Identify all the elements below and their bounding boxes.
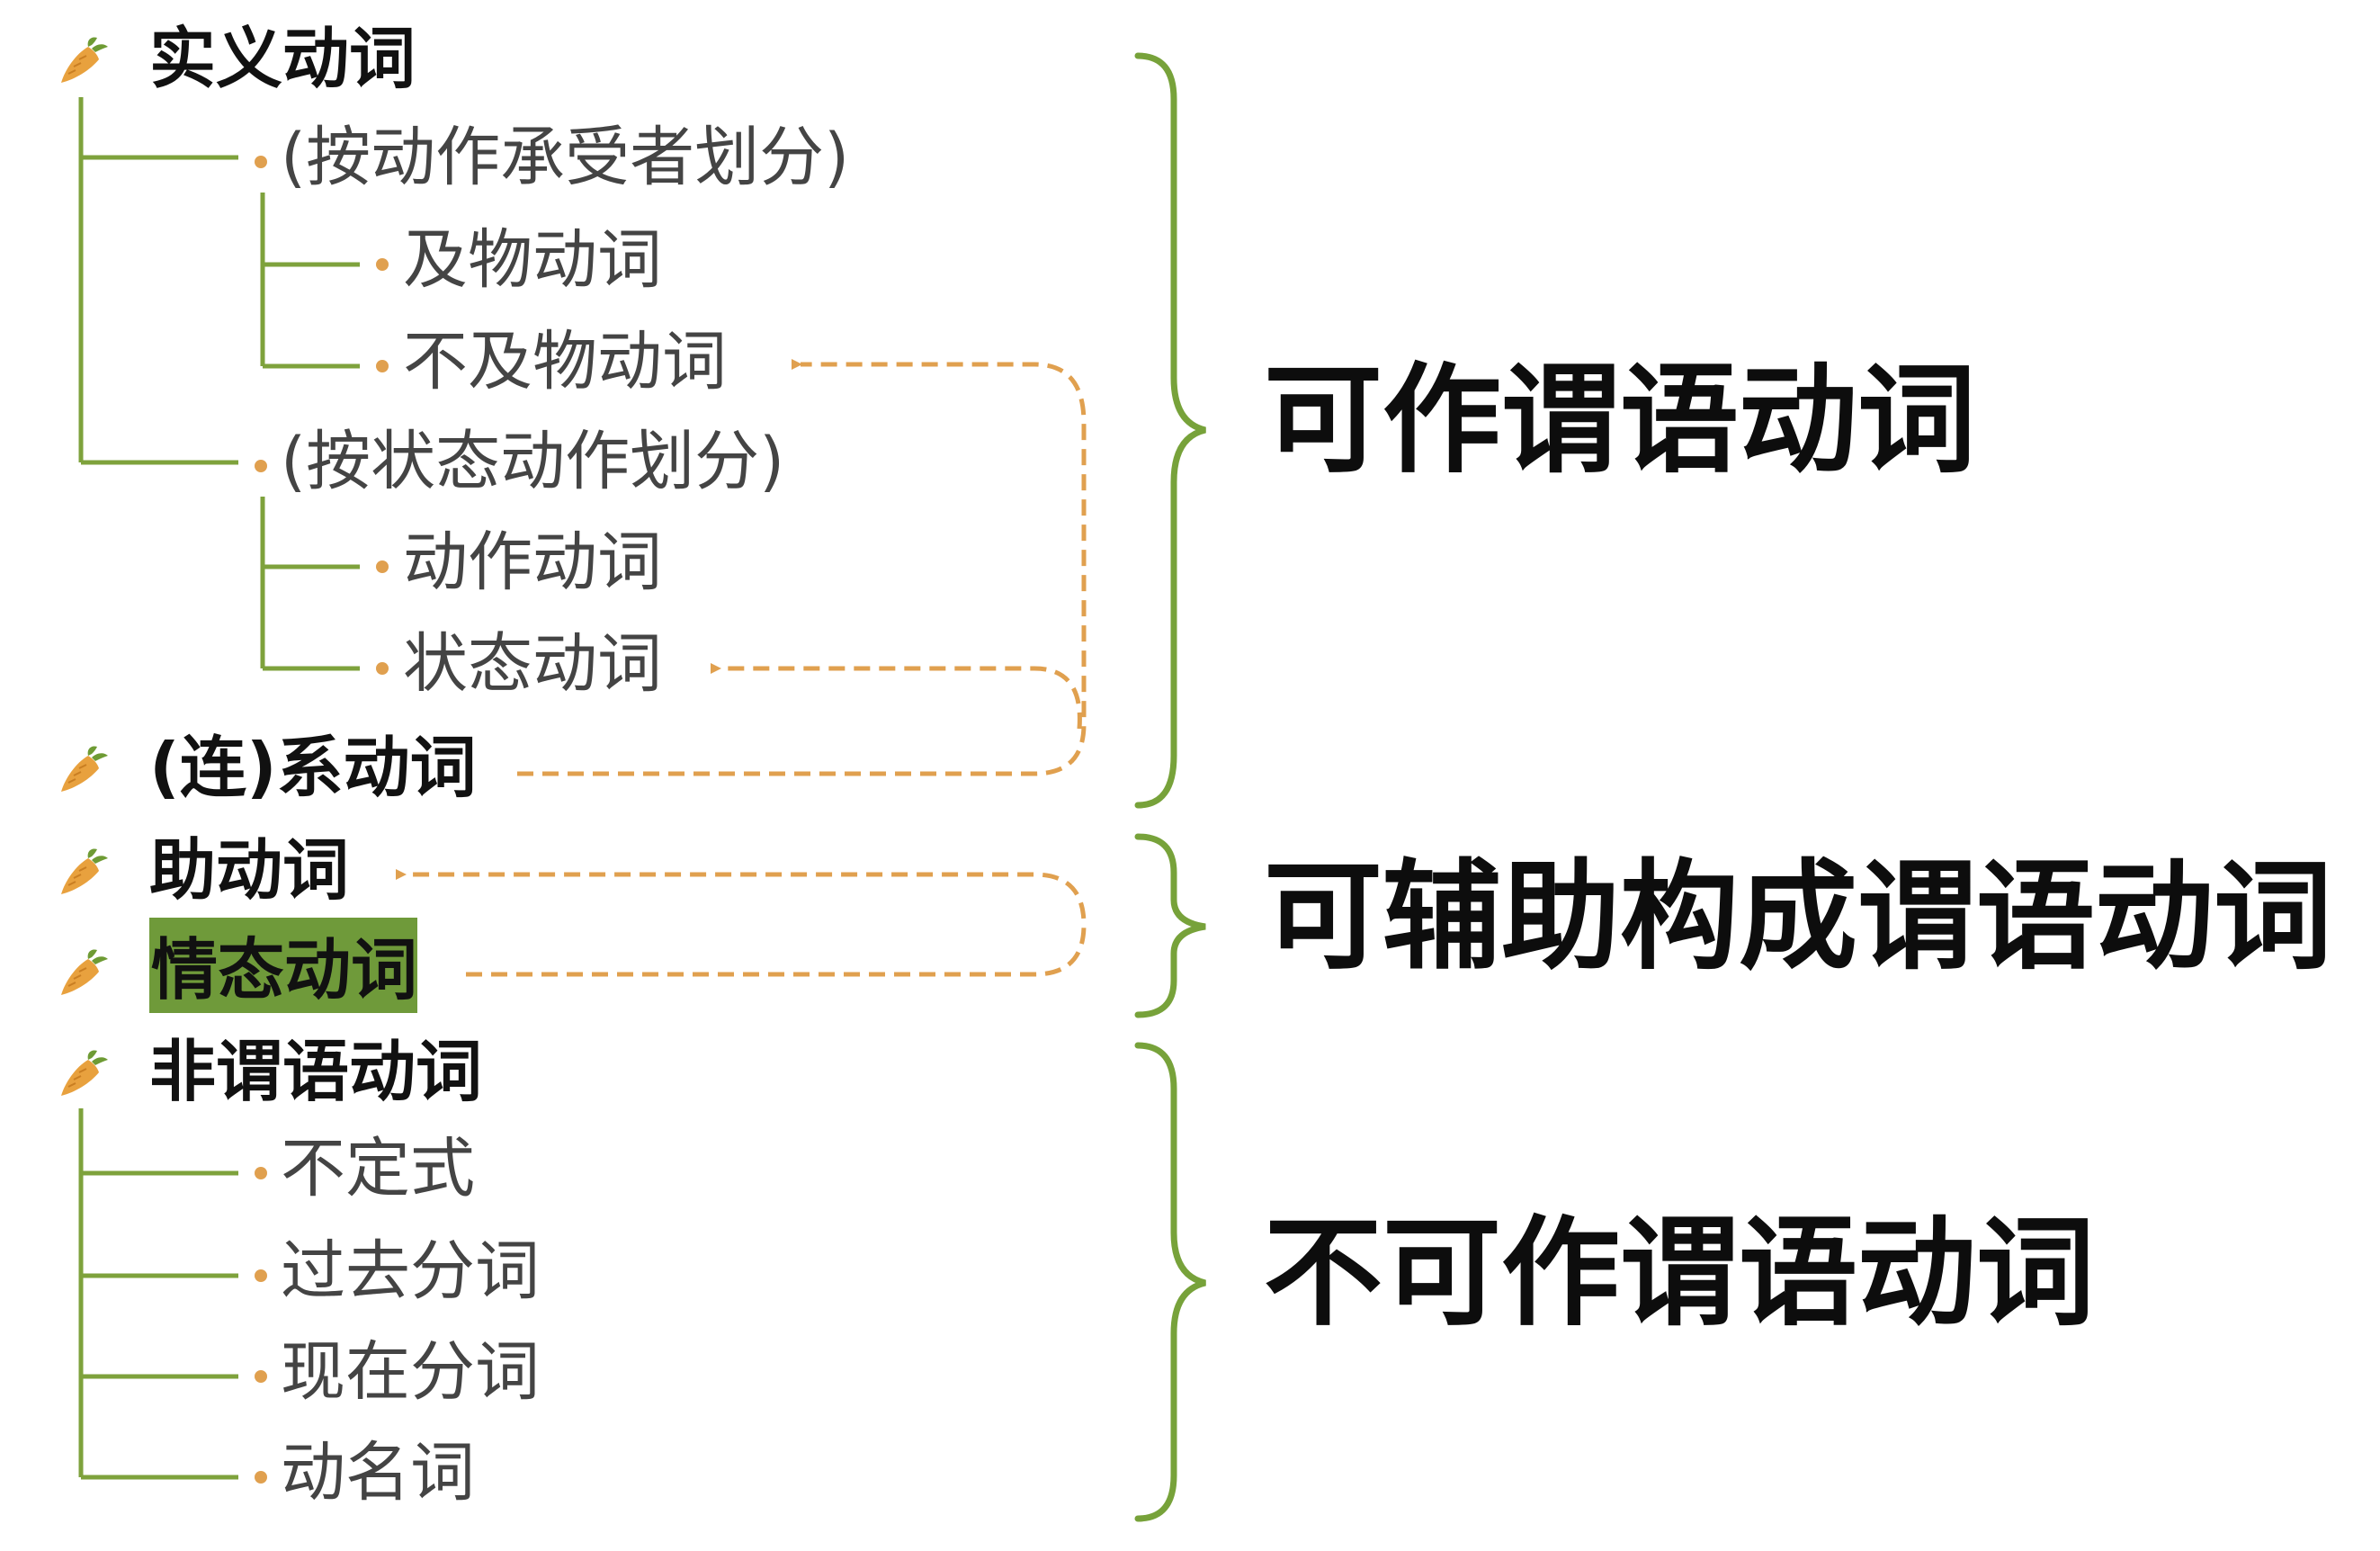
- tree-line-nonfinite: [78, 1108, 238, 1480]
- carrot-icon: [60, 745, 109, 793]
- node-zhuangtai: 状态动词: [403, 626, 662, 702]
- dot-bullet-icon: [255, 1471, 267, 1484]
- brace-group1: [1134, 52, 1206, 809]
- label-group1: 可作谓语动词: [1264, 351, 1976, 490]
- node-budingshi: 不定式: [281, 1131, 475, 1206]
- node-shiyi: 实义动词: [149, 21, 416, 98]
- dot-bullet-icon: [255, 460, 267, 472]
- brace-group2: [1134, 833, 1206, 1018]
- tree-line-shiyi: [78, 97, 238, 465]
- brace-labels: 可作谓语动词 可辅助构成谓语动词 不可作谓语动词: [1264, 351, 2332, 1343]
- dot-bullets: [255, 156, 389, 1484]
- node-guoqu: 过去分词: [281, 1233, 540, 1309]
- node-texts: 实义动词 (按动作承受者划分) 及物动词 不及物动词 (按状态动作划分) 动作动…: [149, 21, 849, 1511]
- highlight-box: [149, 918, 417, 1013]
- carrot-bullets: [60, 36, 109, 1097]
- dot-bullet-icon: [376, 360, 389, 372]
- node-by-receiver: (按动作承受者划分): [281, 120, 849, 195]
- brace-group3: [1134, 1042, 1206, 1522]
- node-feiweiyu: 非谓语动词: [149, 1034, 482, 1111]
- dot-bullet-icon: [376, 560, 389, 573]
- dot-bullet-icon: [255, 156, 267, 168]
- arrow-lianxi-to-bujiwu: [517, 359, 1087, 776]
- node-lianxi: (连)系动词: [149, 730, 477, 807]
- label-group3: 不可作谓语动词: [1264, 1204, 2095, 1343]
- node-by-state: (按状态动作划分): [281, 424, 784, 499]
- tree-line-state: [260, 497, 360, 671]
- arrow-qingtai-to-zhu: [396, 869, 1087, 977]
- node-xianzai: 现在分词: [281, 1334, 540, 1410]
- dot-bullet-icon: [255, 1269, 267, 1282]
- tree-lines: [78, 97, 360, 1480]
- carrot-icon: [60, 1049, 109, 1097]
- dot-bullet-icon: [255, 1167, 267, 1179]
- dot-bullet-icon: [376, 258, 389, 271]
- carrot-icon: [60, 948, 109, 996]
- dot-bullet-icon: [376, 662, 389, 675]
- carrot-icon: [60, 847, 109, 895]
- carrot-icon: [60, 36, 109, 84]
- tree-line-receiver: [260, 193, 360, 369]
- label-group2: 可辅助构成谓语动词: [1264, 847, 2332, 987]
- node-qingtai: 情态动词: [151, 932, 417, 1009]
- node-jiwu: 及物动词: [403, 222, 662, 298]
- dashed-arrows: [396, 359, 1087, 977]
- node-dongming: 动名词: [281, 1435, 475, 1511]
- arrow-lianxi-to-zhuangtai: [711, 663, 1082, 730]
- dot-bullet-icon: [255, 1370, 267, 1383]
- node-bujiwu: 不及物动词: [403, 324, 727, 399]
- braces: [1134, 52, 1206, 1522]
- node-dongzuo: 动作动词: [403, 524, 662, 600]
- node-zhu: 助动词: [149, 832, 349, 910]
